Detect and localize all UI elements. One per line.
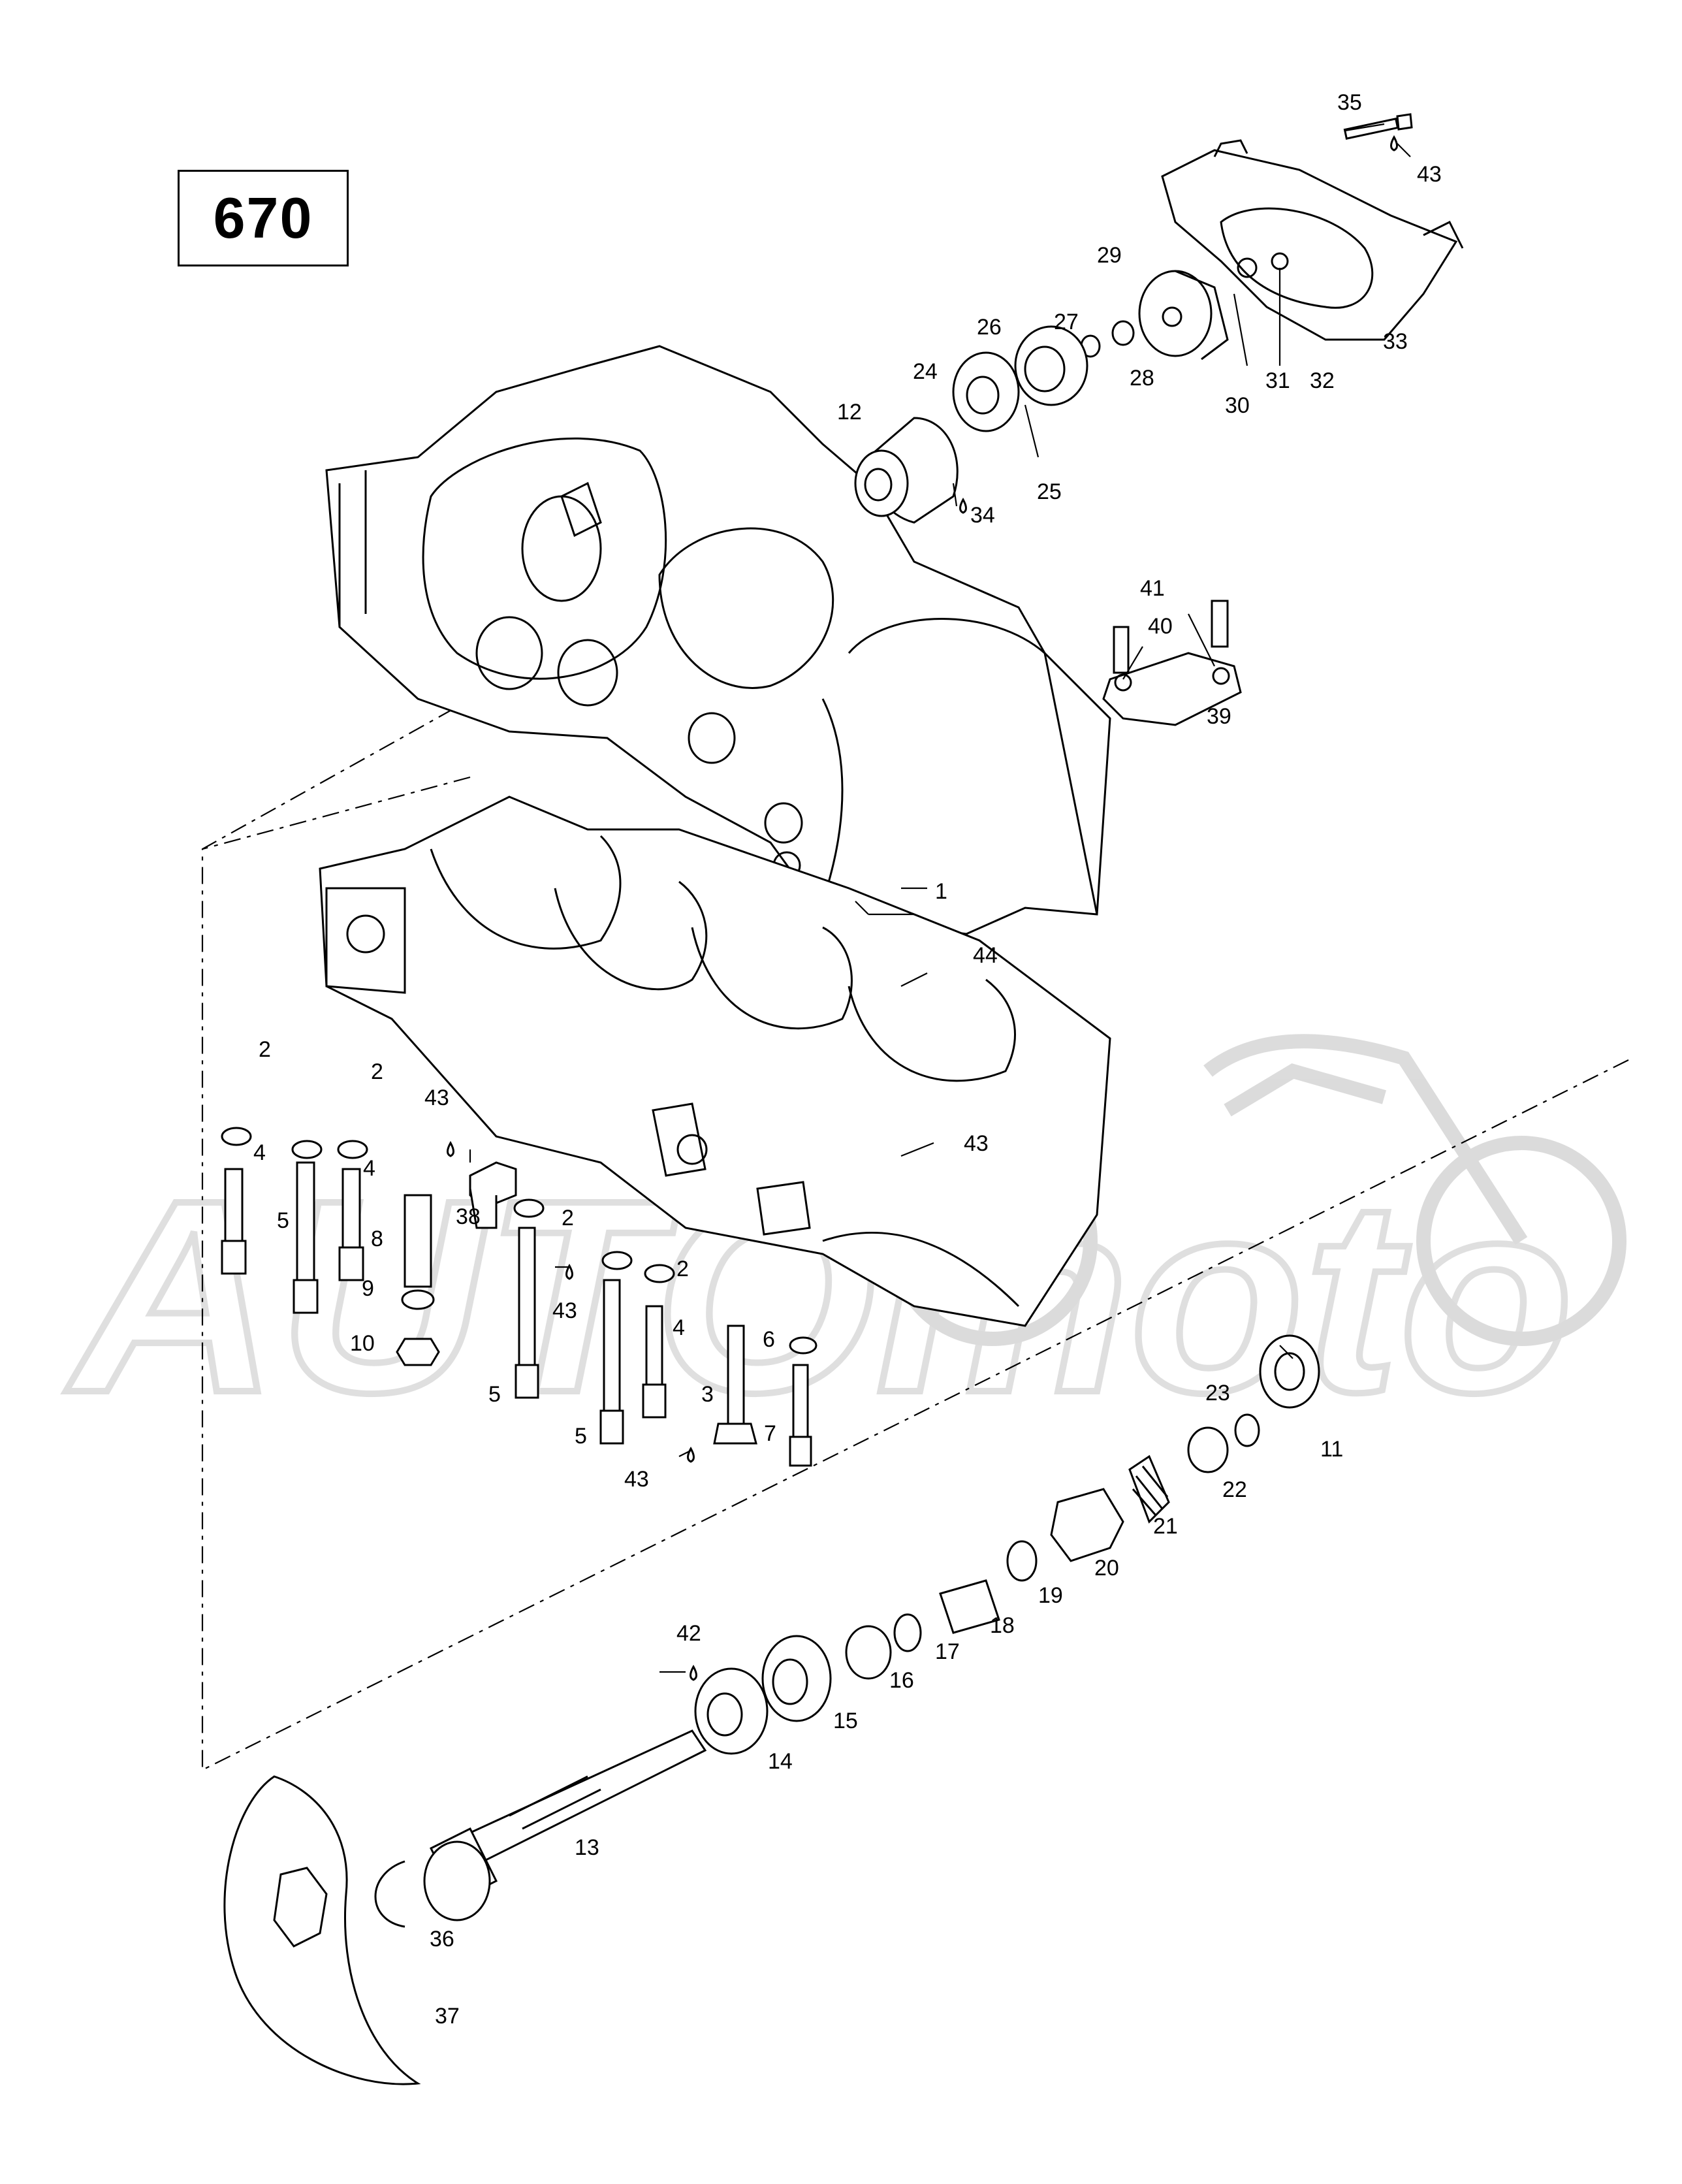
bracket-39: [1102, 600, 1242, 726]
callout-44: 44: [973, 943, 998, 968]
callout-17: 17: [935, 1639, 960, 1664]
callout-2-a: 2: [259, 1037, 271, 1062]
callout-20: 20: [1094, 1556, 1119, 1581]
drive-shaft-assembly: [223, 1334, 1320, 2085]
callout-15: 15: [833, 1709, 858, 1733]
callout-40: 40: [1148, 614, 1173, 639]
callout-4-c: 4: [673, 1315, 685, 1340]
callout-16: 16: [889, 1668, 914, 1693]
callout-33: 33: [1383, 329, 1408, 354]
callout-14: 14: [768, 1749, 793, 1774]
callout-13: 13: [575, 1835, 599, 1860]
callout-30: 30: [1225, 393, 1250, 418]
callout-26: 26: [977, 315, 1002, 340]
callout-43-e: 43: [624, 1467, 649, 1492]
callout-24: 24: [913, 359, 938, 384]
callout-39: 39: [1207, 704, 1231, 729]
callout-43-c: 43: [964, 1131, 989, 1156]
callout-28: 28: [1130, 366, 1154, 391]
callout-35: 35: [1337, 90, 1362, 115]
callout-12: 12: [837, 400, 862, 425]
callout-4-b: 4: [363, 1156, 375, 1181]
callout-11: 11: [1320, 1437, 1343, 1462]
callout-5-b: 5: [488, 1382, 501, 1407]
callout-2-d: 2: [676, 1257, 689, 1281]
fasteners-group: [221, 1127, 817, 1467]
callout-43-b: 43: [424, 1085, 449, 1110]
callout-4-a: 4: [253, 1140, 266, 1165]
callout-18: 18: [990, 1613, 1015, 1638]
callout-29: 29: [1097, 243, 1122, 268]
callout-41: 41: [1140, 576, 1165, 601]
callout-labels: 35 43 29 33 26 27 28 30 31 32 24 12 25 3…: [253, 90, 1442, 2029]
callout-5-c: 5: [575, 1424, 587, 1449]
callout-2-c: 2: [562, 1206, 574, 1230]
model-number: 670: [213, 185, 313, 250]
pump-cover-assembly: [1161, 113, 1464, 341]
callout-21: 21: [1153, 1514, 1178, 1539]
callout-22: 22: [1222, 1477, 1247, 1502]
callout-43-d: 43: [552, 1298, 577, 1323]
callout-3: 3: [701, 1382, 714, 1407]
callout-34: 34: [970, 503, 995, 528]
callout-38: 38: [456, 1204, 481, 1229]
callout-6: 6: [763, 1327, 775, 1352]
impeller-and-washers: [854, 270, 1229, 524]
callout-8: 8: [371, 1227, 383, 1251]
callout-32: 32: [1310, 368, 1335, 393]
callout-43-a: 43: [1417, 162, 1442, 187]
callout-7: 7: [764, 1421, 776, 1446]
callout-9: 9: [362, 1276, 374, 1301]
callout-42: 42: [676, 1621, 701, 1646]
callout-37: 37: [435, 2004, 460, 2029]
lower-crankcase: [319, 795, 1111, 1327]
callout-25: 25: [1037, 479, 1062, 504]
callout-5-a: 5: [277, 1208, 289, 1233]
callout-10: 10: [350, 1331, 375, 1356]
callout-36: 36: [430, 1927, 454, 1951]
leader-lines: [469, 123, 1411, 1673]
model-number-box: 670: [178, 170, 349, 266]
upper-crankcase: [325, 345, 1111, 935]
callout-31: 31: [1265, 368, 1290, 393]
callout-2-b: 2: [371, 1059, 383, 1084]
callout-27: 27: [1054, 310, 1079, 334]
callout-23: 23: [1205, 1381, 1230, 1405]
callout-1: 1: [935, 879, 947, 904]
callout-19: 19: [1038, 1583, 1063, 1608]
